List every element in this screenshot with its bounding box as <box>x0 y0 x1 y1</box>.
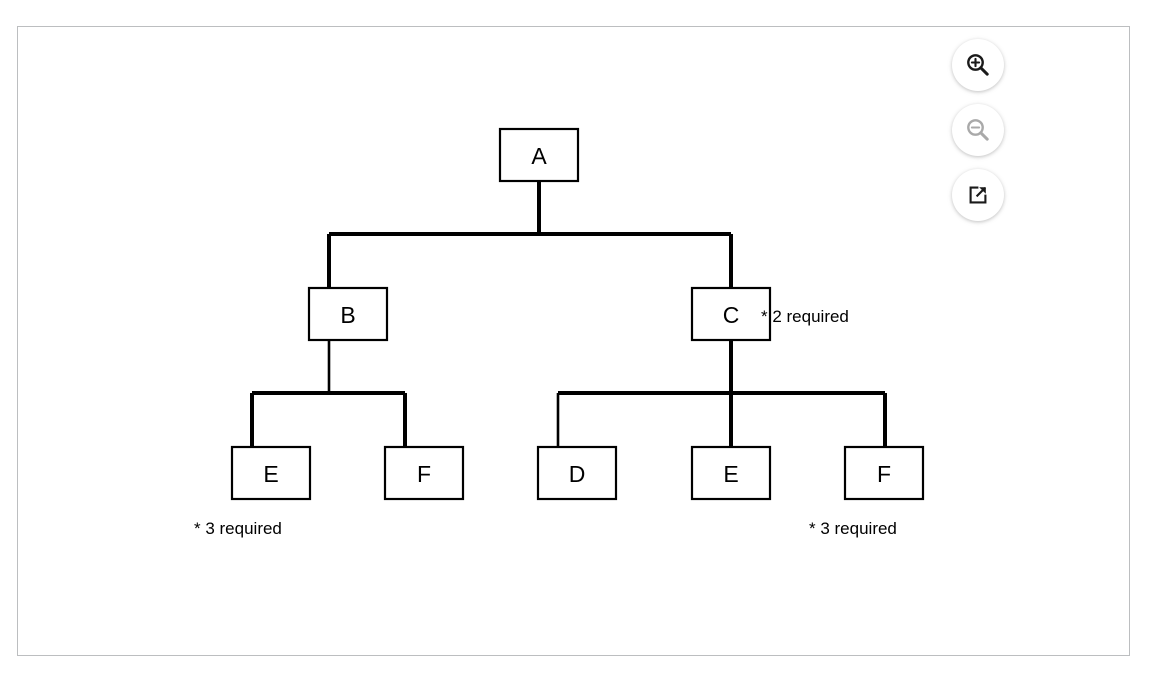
node-b-label: B <box>340 302 355 328</box>
edge-group-a <box>327 181 733 288</box>
node-f-right-label: F <box>877 461 891 487</box>
magnifier-minus-icon <box>965 117 991 143</box>
node-a-label: A <box>531 143 547 169</box>
node-e-left[interactable]: E <box>230 445 312 501</box>
annotation-e1-quantity: * 3 required <box>194 519 282 538</box>
tree-diagram: A B C E F D <box>18 27 1131 657</box>
node-e-left-box[interactable] <box>230 445 312 501</box>
node-e-right-label: E <box>723 461 738 487</box>
node-e-left-label: E <box>263 461 278 487</box>
open-external-button[interactable] <box>952 169 1004 221</box>
annotation-c-quantity: * 2 required <box>761 307 849 326</box>
node-e-right-box[interactable] <box>690 445 772 501</box>
edge-group-c <box>556 340 887 447</box>
node-f-right[interactable]: F <box>843 445 925 501</box>
annotation-f2-quantity: * 3 required <box>809 519 897 538</box>
node-f-left-label: F <box>417 461 431 487</box>
node-f-right-box[interactable] <box>843 445 925 501</box>
node-b[interactable]: B <box>307 286 389 342</box>
node-d[interactable]: D <box>536 445 618 501</box>
node-e-right[interactable]: E <box>690 445 772 501</box>
node-d-box[interactable] <box>536 445 618 501</box>
edge-group-b <box>250 340 407 447</box>
node-c[interactable]: C <box>690 286 772 342</box>
node-c-label: C <box>723 302 740 328</box>
node-d-label: D <box>569 461 586 487</box>
magnifier-plus-icon <box>965 52 991 78</box>
node-a[interactable]: A <box>498 127 580 183</box>
node-f-left[interactable]: F <box>383 445 465 501</box>
node-c-box[interactable] <box>690 286 772 342</box>
diagram-toolbar <box>950 39 1006 221</box>
node-f-left-box[interactable] <box>383 445 465 501</box>
diagram-viewer: A B C E F D <box>17 26 1130 656</box>
zoom-out-button[interactable] <box>952 104 1004 156</box>
external-link-icon <box>965 182 991 208</box>
zoom-in-button[interactable] <box>952 39 1004 91</box>
node-a-box[interactable] <box>498 127 580 183</box>
node-b-box[interactable] <box>307 286 389 342</box>
